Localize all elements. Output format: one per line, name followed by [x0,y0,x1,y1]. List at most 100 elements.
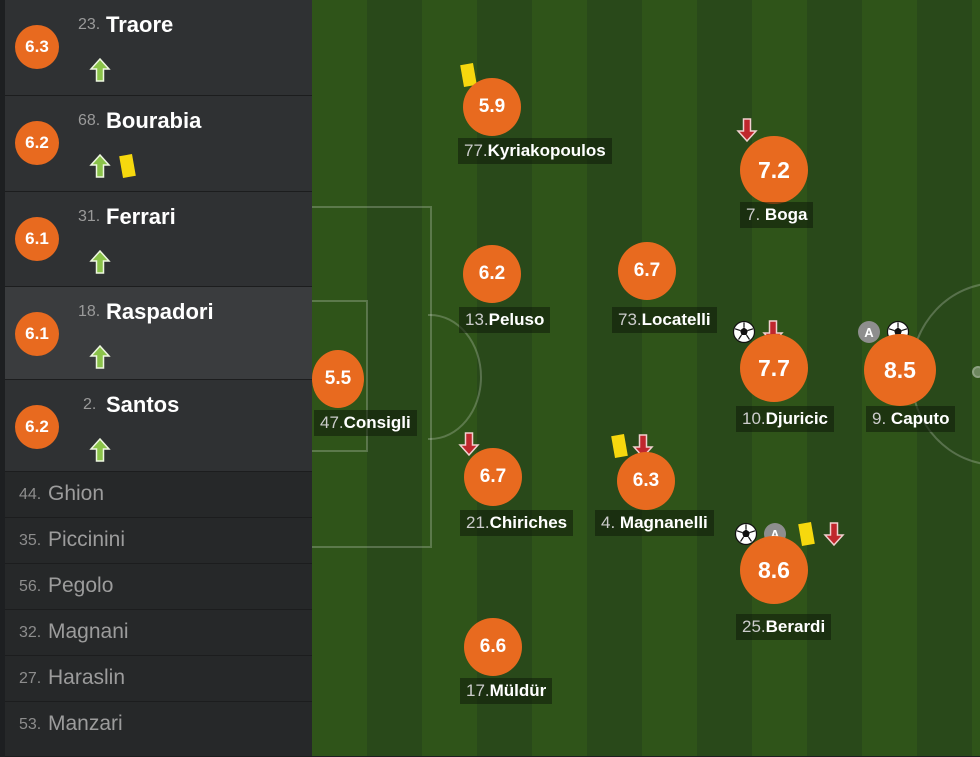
rating-badge: 6.1 [15,217,59,261]
player-name: Traore [106,12,174,37]
player-name: Piccinini [48,528,126,551]
player-name: Chiriches [489,513,568,532]
substitute-row-bourabia[interactable]: 6.2 68. Bourabia [5,96,312,192]
player-label: 9. Caputo [866,406,956,432]
player-name: Pegolo [48,574,114,597]
bench-row-magnani[interactable]: 32. Magnani [5,610,312,656]
player-number: 4. [601,513,616,532]
player-number: 35. [19,532,42,549]
goal-ball-icon [732,320,756,344]
yellow-card-icon [119,154,136,178]
player-name: Bourabia [106,108,202,133]
player-name: Ghion [48,482,105,505]
sub-out-arrow-icon [458,432,480,456]
substitutes-panel: 6.3 23. Traore 6.2 68. Bourabia 6.1 31. … [5,0,312,757]
rating-badge: 6.3 [15,25,59,69]
player-number: 68. [78,112,101,129]
player-number: 47. [320,413,344,432]
player-number: 23. [78,16,101,33]
player-number: 53. [19,716,42,733]
rating-badge: 6.1 [15,312,59,356]
rating-badge: 6.7 [618,242,676,300]
player-number: 9. [872,409,887,428]
assist-badge-icon: A [858,321,880,343]
bench-row-pegolo[interactable]: 56. Pegolo [5,564,312,610]
player-label: 73.Locatelli [612,307,717,333]
player-number: 77. [464,141,488,160]
sub-in-arrow-icon [89,250,111,274]
rating-badge: 6.2 [15,405,59,449]
player-label: 10.Djuricic [736,406,834,432]
player-number: 17. [466,681,490,700]
player-label: 17.Müldür [460,678,553,704]
rating-badge: 5.5 [312,350,364,408]
player-name: Consigli [343,413,411,432]
player-number: 31. [78,208,101,225]
sub-out-arrow-icon [632,434,654,458]
sub-in-arrow-icon [89,154,111,178]
center-spot [972,366,980,378]
player-number: 2. [83,396,97,413]
player-name: Ferrari [106,204,176,229]
player-label: 25.Berardi [736,614,832,640]
rating-badge: 7.7 [740,334,808,402]
player-name: Berardi [765,617,826,636]
player-label: 4. Magnanelli [595,510,714,536]
player-label: 7. Boga [740,202,814,228]
player-number: 25. [742,617,766,636]
player-name: Magnani [48,620,129,643]
sub-in-arrow-icon [89,438,111,462]
bench-row-haraslin[interactable]: 27. Haraslin [5,656,312,702]
substitute-row-santos[interactable]: 6.2 2. Santos [5,380,312,472]
sub-in-arrow-icon [89,345,111,369]
rating-badge: 5.9 [463,78,521,136]
bench-row-ghion[interactable]: 44. Ghion [5,472,312,518]
player-label: 47.Consigli [314,410,417,436]
player-label: 77.Kyriakopoulos [458,138,612,164]
rating-badge: 6.2 [15,121,59,165]
player-name: Manzari [48,712,123,735]
pitch: 5.5 47.Consigli 5.9 77.Kyriakopoulos 6.2… [312,0,980,756]
player-name: Djuricic [765,409,828,428]
player-name: Müldür [489,681,547,700]
rating-badge: 6.7 [464,448,522,506]
player-number: 32. [19,624,42,641]
sub-out-arrow-icon [736,118,758,142]
goal-ball-icon [734,522,758,546]
sub-out-arrow-icon [823,522,845,546]
player-label: 21.Chiriches [460,510,574,536]
player-label: 13.Peluso [459,307,551,333]
yellow-card-icon [798,522,815,546]
player-name: Peluso [488,310,545,329]
player-name: Haraslin [48,666,126,689]
substitute-row-raspadori[interactable]: 6.1 18. Raspadori [5,287,312,380]
player-name: Locatelli [641,310,711,329]
rating-badge: 7.2 [740,136,808,204]
rating-badge: 8.5 [864,334,936,406]
rating-badge: 6.6 [464,618,522,676]
sub-in-arrow-icon [89,58,111,82]
goal-box [312,300,368,452]
bench-row-manzari[interactable]: 53. Manzari [5,702,312,757]
player-number: 44. [19,486,42,503]
player-number: 10. [742,409,766,428]
rating-badge: 8.6 [740,536,808,604]
substitute-row-traore[interactable]: 6.3 23. Traore [5,0,312,96]
player-name: Magnanelli [619,513,708,532]
player-number: 21. [466,513,490,532]
player-number: 73. [618,310,642,329]
rating-badge: 6.3 [617,452,675,510]
player-number: 18. [78,303,101,320]
bench-row-piccinini[interactable]: 35. Piccinini [5,518,312,564]
player-number: 13. [465,310,489,329]
player-name: Caputo [890,409,950,428]
player-name: Boga [764,205,808,224]
rating-badge: 6.2 [463,245,521,303]
player-name: Santos [106,392,180,417]
player-number: 27. [19,670,42,687]
substitute-row-ferrari[interactable]: 6.1 31. Ferrari [5,192,312,287]
player-name: Raspadori [106,299,214,324]
yellow-card-icon [611,434,628,458]
player-name: Kyriakopoulos [487,141,606,160]
player-number: 56. [19,578,42,595]
